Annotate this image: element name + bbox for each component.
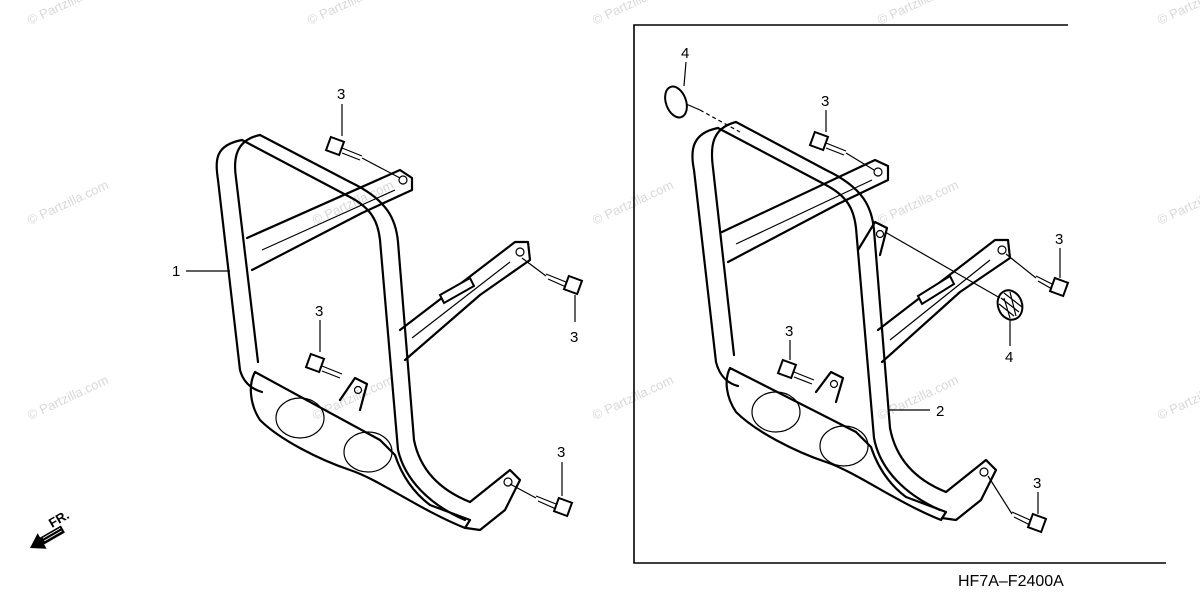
callout-reflector-top[interactable]: 4 [681,45,689,62]
bolt-right-mid[interactable] [776,358,815,385]
callout-bolt-right-bottom[interactable]: 3 [1033,475,1041,492]
reflector-top[interactable] [661,84,741,133]
bolt-left-bottom[interactable] [509,483,574,518]
diagram-code: HF7A–F2400A [958,573,1064,590]
watermark: © Partzilla.com [875,0,961,28]
callout-bolt-right-mid[interactable]: 3 [785,323,793,340]
reflector-right[interactable] [884,231,1026,323]
watermark: © Partzilla.com [590,372,676,423]
bolt-left-mid[interactable] [304,352,343,379]
variant-frame [633,24,1166,564]
callout-reflector-right[interactable]: 4 [1005,349,1013,366]
watermark: © Partzilla.com [25,372,111,423]
callout-bolt-left-bottom[interactable]: 3 [557,444,565,461]
watermark: © Partzilla.com [1155,177,1200,228]
callout-bolt-right-top[interactable]: 3 [821,93,829,110]
front-direction-arrow-icon [30,525,65,549]
watermark: © Partzilla.com [590,0,676,28]
watermark: © Partzilla.com [590,177,676,228]
direction-label: FR. [46,507,72,530]
watermark: © Partzilla.com [305,0,391,28]
watermark: © Partzilla.com [875,177,961,228]
front-guard-left[interactable] [215,133,532,532]
leader-line [683,61,687,87]
front-guard-right[interactable] [691,120,1012,522]
callout-bolt-left-mid[interactable]: 3 [315,303,323,320]
bolt-right-bottom[interactable] [987,475,1048,534]
callout-right-guard[interactable]: 2 [936,403,944,420]
bolt-right-top[interactable] [808,130,875,171]
callout-bolt-left-top[interactable]: 3 [337,86,345,103]
watermarks: © Partzilla.com © Partzilla.com © Partzi… [25,0,1200,423]
callout-bolt-right-right[interactable]: 3 [1055,231,1063,248]
bolt-left-right[interactable] [521,257,584,296]
watermark: © Partzilla.com [1155,0,1200,28]
watermark: © Partzilla.com [1155,372,1200,423]
bolt-right-right[interactable] [1005,253,1070,298]
bolt-left-top[interactable] [324,135,401,179]
callout-bolt-left-right[interactable]: 3 [570,329,578,346]
watermark: © Partzilla.com [25,177,111,228]
callout-left-guard[interactable]: 1 [172,263,180,280]
watermark: © Partzilla.com [25,0,111,28]
